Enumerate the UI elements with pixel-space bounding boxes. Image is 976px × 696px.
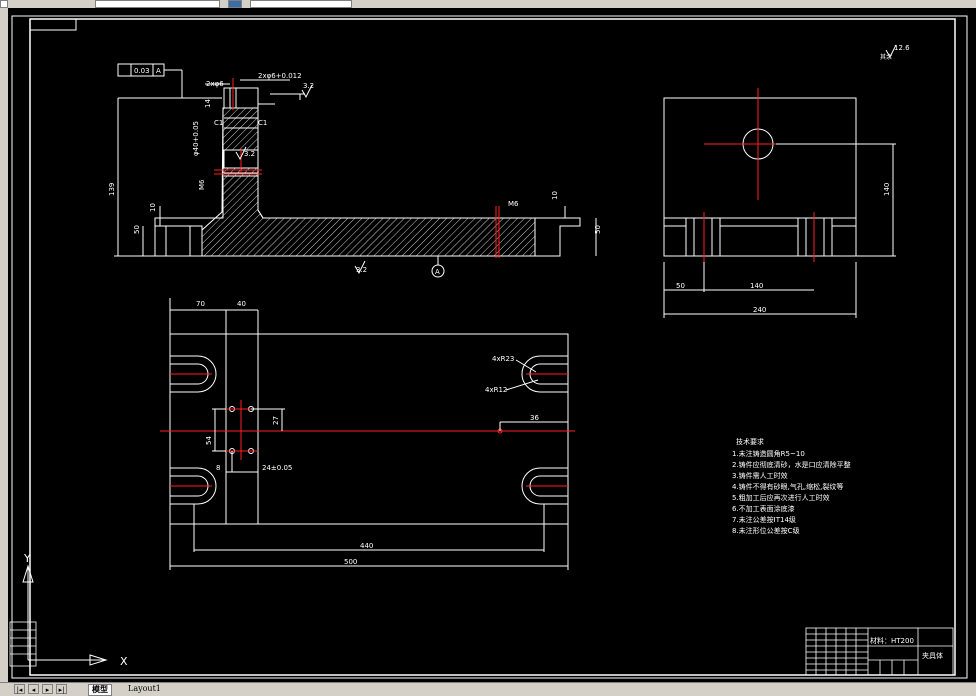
side-view-labels: 12.6 其余 140 50 140 240 [676,44,910,314]
title-block-labels: 材料：HT200 夹具体 [870,636,943,660]
note-item: 6.不加工表面涂底漆 [732,504,795,513]
dim-50-right: 50 [594,225,602,234]
roughness-global: 12.6 [894,44,910,52]
ucs-labels: Y X [23,552,128,668]
drawing-canvas[interactable]: 0.03 A 2xφ6 2xφ6+0.012 3.2 14 C1 C1 φ40+… [8,8,976,682]
layer-dropdown[interactable] [95,0,220,8]
dim-2x-phi6-tol: 2xφ6+0.012 [258,72,302,80]
prev-tab-button[interactable]: ◂ [28,684,39,694]
flatness-tolerance: 0.03 [134,67,150,75]
dim-140-vertical: 140 [883,183,891,196]
dim-50-left: 50 [133,225,141,234]
title-block [805,627,954,676]
cad-drawing: 0.03 A 2xφ6 2xφ6+0.012 3.2 14 C1 C1 φ40+… [9,15,968,679]
note-item: 8.未注形位公差按C级 [732,526,800,535]
dim-54: 54 [205,436,213,445]
slot-label-r23: 4xR23 [492,355,514,363]
material-label: 材料：HT200 [870,636,914,645]
ucs-icon [22,564,108,666]
tab-layout1[interactable]: Layout1 [128,684,161,693]
roughness-32-bottom: 3.2 [356,266,367,274]
ucs-x-label: X [120,655,128,668]
dim-8: 8 [216,464,220,472]
top-view-labels: 70 40 4xR23 4xR12 36 27 54 8 24±0.05 440… [196,300,539,566]
dim-phi40: φ40+0.05 [192,121,200,156]
dim-10-right: 10 [551,191,559,200]
tab-model[interactable]: 模型 [88,684,112,696]
technical-notes: 技术要求 1.未注铸造圆角R5~10 2.铸件应彻底清砂，水是口应清除平整 3.… [732,437,851,535]
linetype-dropdown[interactable] [250,0,352,8]
front-view [114,63,597,278]
dim-240: 240 [753,306,766,314]
top-view [160,298,575,570]
next-tab-button[interactable]: ▸ [42,684,53,694]
dim-m6-right: M6 [508,200,519,208]
dim-139: 139 [108,183,116,196]
part-name: 夹具体 [922,651,943,660]
dim-50-side: 50 [676,282,685,290]
chamfer-c1-left: C1 [214,119,223,127]
notes-title: 技术要求 [736,437,764,446]
roughness-32-middle: 3.2 [244,150,255,158]
flatness-datum: A [156,67,161,75]
outer-frame [11,15,968,679]
front-view-labels: 0.03 A 2xφ6 2xφ6+0.012 3.2 14 C1 C1 φ40+… [108,67,602,276]
dim-m6-left: M6 [198,179,206,190]
note-item: 4.铸件不得有砂眼,气孔,缩松,裂纹等 [732,482,843,491]
chamfer-c1-right: C1 [258,119,267,127]
first-tab-button[interactable]: |◂ [14,684,25,694]
datum-a-label: A [435,268,440,276]
dim-40: 40 [237,300,246,308]
dim-10-left: 10 [149,203,157,212]
note-item: 3.铸件需人工时效 [732,471,788,480]
dim-36: 36 [530,414,539,422]
dim-140-side: 140 [750,282,763,290]
color-icon[interactable] [228,0,242,8]
inner-frame [29,18,956,676]
note-item: 2.铸件应彻底清砂，水是口应清除平整 [732,460,851,469]
side-view [663,44,897,318]
slot-label-r12: 4xR12 [485,386,507,394]
note-item: 1.未注铸造圆角R5~10 [732,449,805,458]
layout-tabs-bar: |◂ ◂ ▸ ▸| 模型 Layout1 [0,682,976,696]
dim-500: 500 [344,558,357,566]
dim-440: 440 [360,542,373,550]
dim-27: 27 [272,416,280,425]
dim-70: 70 [196,300,205,308]
ucs-y-label: Y [23,552,31,565]
dim-14: 14 [204,99,212,108]
dim-24-tol: 24±0.05 [262,464,292,472]
roughness-global-note: 其余 [880,53,892,61]
code-box [29,19,77,31]
note-item: 7.未注公差按IT14级 [732,515,796,524]
note-item: 5.粗加工后应再次进行人工时效 [732,493,830,502]
left-snap-buttons[interactable] [9,621,37,667]
dim-2x-phi6: 2xφ6 [206,80,224,88]
roughness-32-top: 3.2 [303,82,314,90]
toolbar-field[interactable] [0,0,8,8]
last-tab-button[interactable]: ▸| [56,684,67,694]
